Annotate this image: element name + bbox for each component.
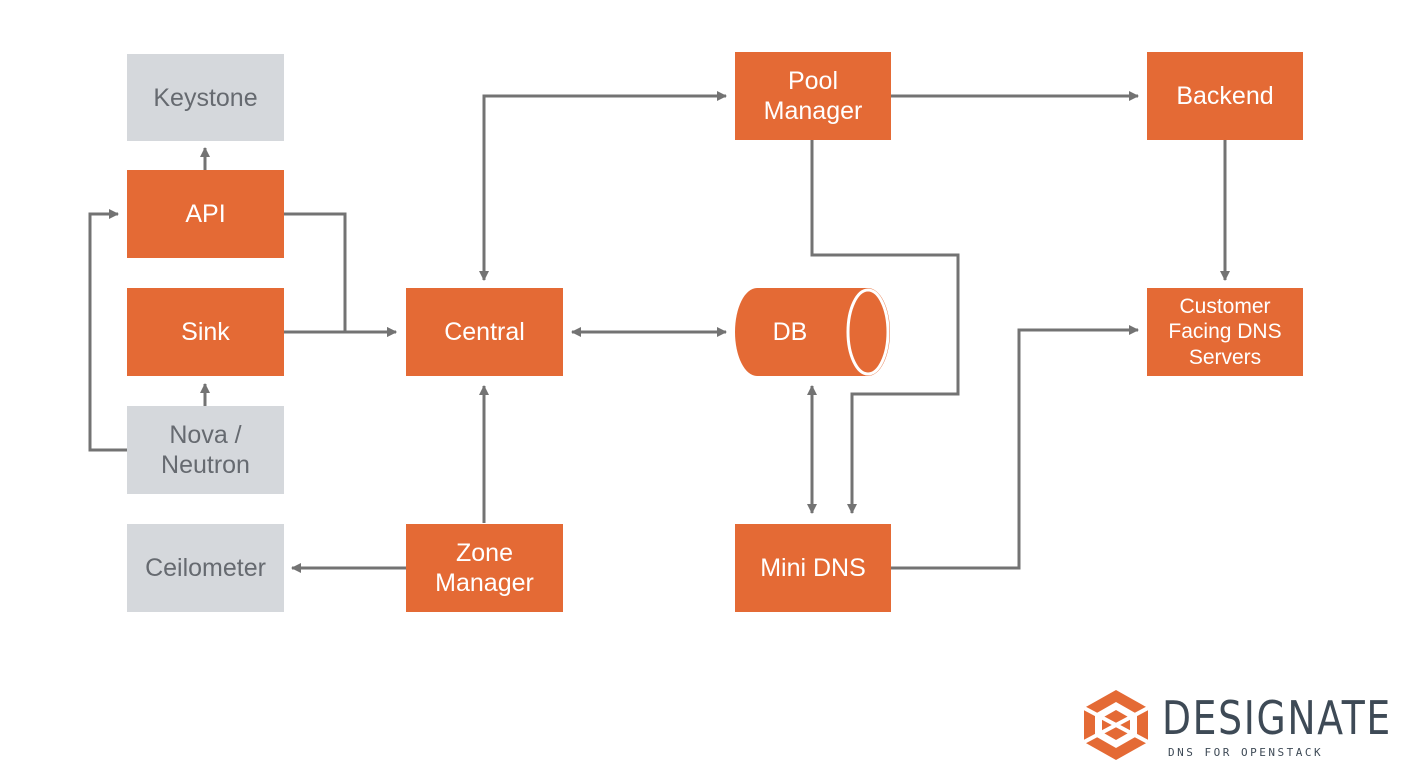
edge-mini-dns-customer-dns bbox=[891, 325, 1139, 570]
node-central: Central bbox=[406, 288, 563, 376]
node-central-label: Central bbox=[444, 318, 525, 346]
edge-pool-manager-mini-dns bbox=[810, 140, 960, 514]
node-nova-neutron-label: Nova / Neutron bbox=[161, 421, 250, 479]
node-keystone-label: Keystone bbox=[153, 83, 258, 112]
db-cylinder-cap bbox=[846, 288, 890, 376]
node-backend-label: Backend bbox=[1176, 82, 1274, 110]
node-zone-manager-label: Zone Manager bbox=[435, 539, 534, 597]
node-sink: Sink bbox=[127, 288, 284, 376]
designate-logo-icon bbox=[1083, 690, 1149, 760]
node-db-label: DB bbox=[772, 317, 808, 346]
node-sink-label: Sink bbox=[181, 318, 230, 346]
node-mini-dns-label: Mini DNS bbox=[760, 554, 866, 582]
node-pool-manager: Pool Manager bbox=[735, 52, 891, 140]
edge-api-central bbox=[284, 212, 397, 337]
node-ceilometer-label: Ceilometer bbox=[145, 554, 266, 582]
node-keystone: Keystone bbox=[127, 54, 284, 141]
node-nova-neutron: Nova / Neutron bbox=[127, 406, 284, 494]
node-zone-manager: Zone Manager bbox=[406, 524, 563, 612]
node-ceilometer: Ceilometer bbox=[127, 524, 284, 612]
node-db bbox=[735, 288, 890, 376]
node-api-label: API bbox=[185, 200, 226, 228]
designate-logo-tagline: DNS FOR OPENSTACK bbox=[1168, 746, 1324, 759]
node-mini-dns: Mini DNS bbox=[735, 524, 891, 612]
node-backend: Backend bbox=[1147, 52, 1303, 140]
node-api: API bbox=[127, 170, 284, 258]
designate-logo-text: DESIGNATE bbox=[1162, 691, 1392, 745]
edge-central-pool-manager bbox=[479, 91, 727, 281]
node-pool-manager-label: Pool Manager bbox=[763, 67, 863, 125]
node-customer-facing-dns: Customer Facing DNS Servers bbox=[1147, 288, 1303, 376]
edge-nova-api bbox=[88, 209, 127, 452]
node-customer-facing-dns-label: Customer Facing DNS Servers bbox=[1168, 295, 1282, 369]
